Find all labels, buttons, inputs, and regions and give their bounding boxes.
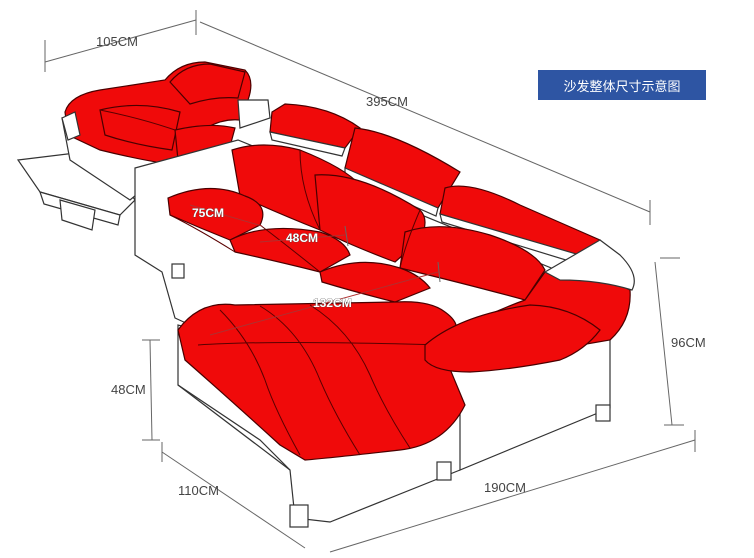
dim-190-label: 190CM [484,480,526,495]
chaise-cushion [177,301,466,461]
dim-105-label: 105CM [96,34,138,49]
inner-48-label: 48CM [286,231,318,245]
seat-cushions [167,187,431,303]
diagram-title: 沙发整体尺寸示意图 [538,70,706,100]
dim-395-label: 395CM [366,94,408,109]
inner-75-label: 75CM [192,206,224,220]
seat-backs [231,144,546,301]
dim-48-chaise-label: 48CM [111,382,146,397]
right-corner-seat [424,239,635,373]
headrests [269,103,601,269]
inner-132-label: 132CM [313,296,352,310]
dim-110-label: 110CM [178,483,219,498]
dim-96-label: 96CM [671,335,706,350]
dimension-lines [44,10,696,553]
measure-marks [189,204,441,336]
